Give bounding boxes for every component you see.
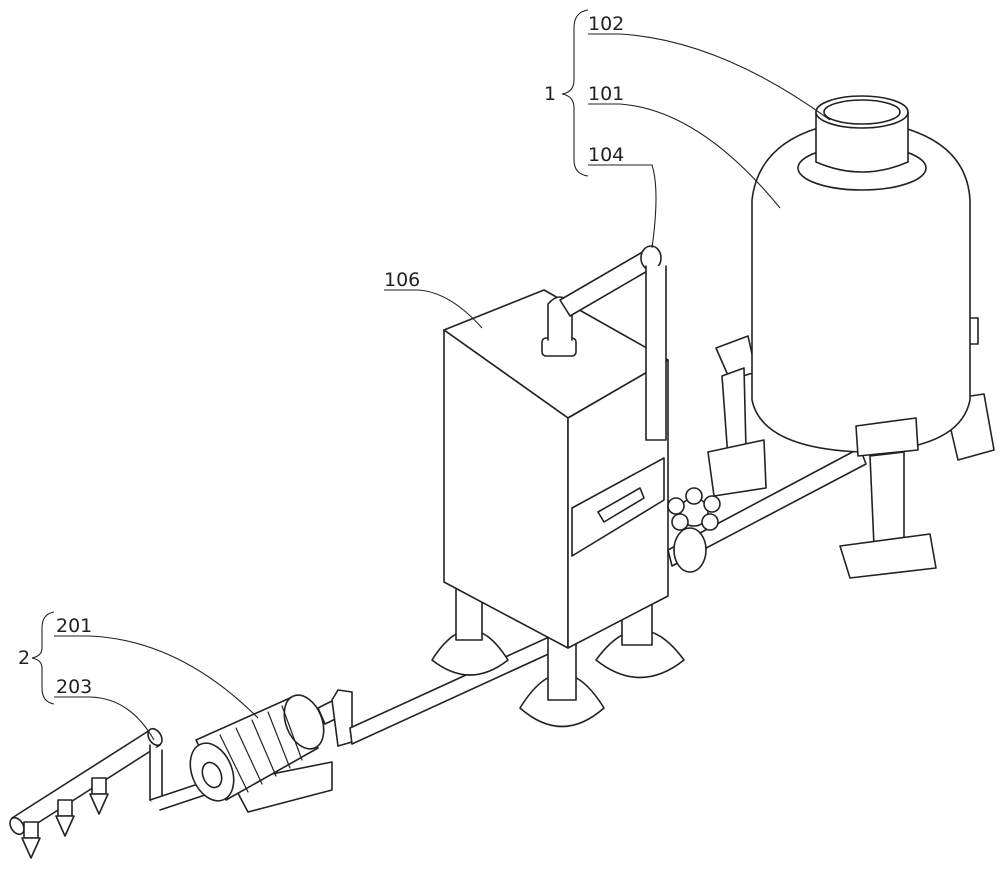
leader-lines	[31, 9, 831, 741]
label-102: 102	[588, 13, 624, 35]
label-104: 104	[588, 144, 624, 166]
spray-nozzle	[21, 821, 41, 859]
spray-manifold	[9, 727, 215, 859]
label-1: 1	[544, 83, 556, 105]
tank-leg	[707, 335, 767, 497]
storage-tank	[707, 95, 995, 579]
label-203: 203	[56, 676, 92, 698]
label-101: 101	[588, 83, 624, 105]
label-106: 106	[384, 269, 420, 291]
label-201: 201	[56, 615, 92, 637]
spray-nozzle	[89, 777, 109, 815]
pump-motor	[189, 689, 353, 813]
spray-nozzle	[55, 799, 75, 837]
tank-leg	[839, 417, 937, 579]
label-2: 2	[18, 647, 30, 669]
connecting-pipe	[559, 245, 667, 441]
valve-assembly	[667, 447, 867, 573]
callout-labels: 102 101 1 104 106 201 2 203	[18, 13, 624, 698]
filter-box	[431, 289, 685, 728]
valve-handwheel	[667, 487, 721, 531]
